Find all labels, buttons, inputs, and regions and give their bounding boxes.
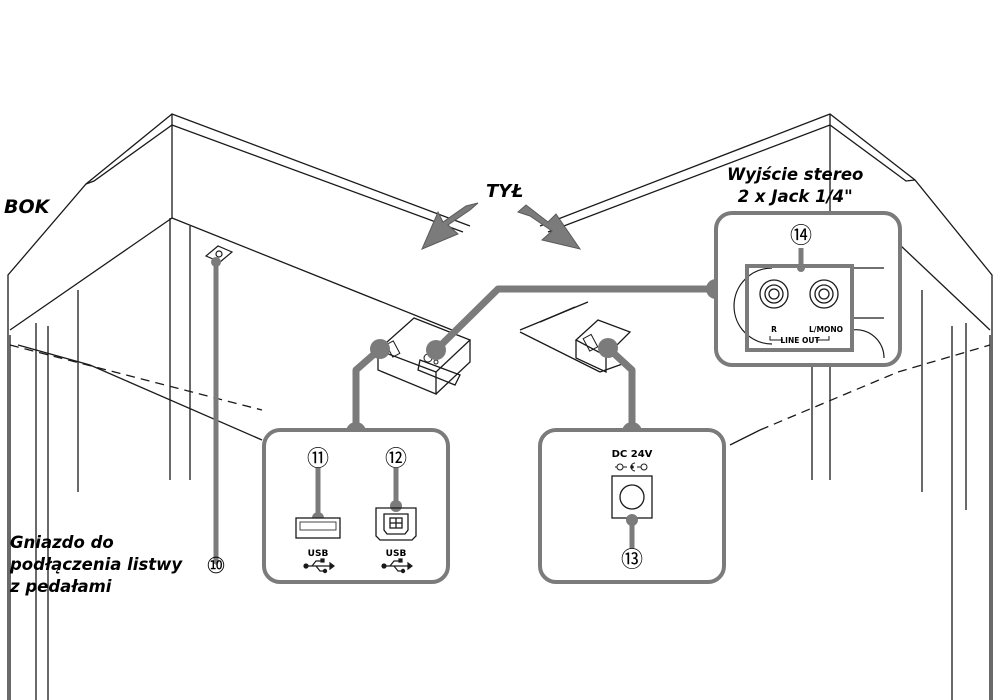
dc-port-mini-icon <box>582 333 599 352</box>
callout-10: ⑩ <box>206 554 226 579</box>
usb-b-label: USB <box>386 549 407 559</box>
callout-11: ⑪ <box>307 447 329 472</box>
usb-symbol-icon <box>381 558 413 574</box>
arrow-left-icon <box>421 202 479 250</box>
usb-callout-box: USB USB ⑪ ⑫ <box>262 428 450 584</box>
callout-14: ⑭ <box>790 224 812 249</box>
callout-leaders <box>213 259 720 565</box>
pedal-socket-line2: podłączenia listwy <box>10 555 183 574</box>
usb-a-label: USB <box>308 549 329 559</box>
back-label: TYŁ <box>486 181 524 202</box>
line-out-l-label: L/MONO <box>809 325 843 334</box>
side-label: BOK <box>4 196 50 218</box>
pedal-socket-line3: z pedałami <box>10 577 112 596</box>
arrow-right-icon <box>517 204 582 250</box>
usb-a-port-icon <box>295 517 341 539</box>
callout-12: ⑫ <box>385 447 407 472</box>
line-out-label: LINE OUT <box>780 336 820 345</box>
callout-13: ⑬ <box>621 548 643 573</box>
usb-b-port-icon <box>375 507 417 541</box>
line-out-callout-box: ⑭ R L/MONO LINE OUT <box>714 211 902 367</box>
piano-outline <box>7 113 993 700</box>
usb-symbol-icon <box>303 558 335 574</box>
callout-dots <box>211 257 726 442</box>
stereo-output-line1: Wyjście stereo <box>727 165 864 184</box>
jack-r-icon <box>759 279 789 309</box>
line-out-r-label: R <box>771 325 777 334</box>
back-direction-arrows <box>421 202 582 250</box>
stereo-output-label: Wyjście stereo 2 x Jack 1/4" <box>727 164 863 208</box>
dc-callout-box: DC 24V ⑬ <box>538 428 726 584</box>
dc-label: DC 24V <box>612 449 653 460</box>
jack-l-mono-icon <box>809 279 839 309</box>
stereo-output-line2: 2 x Jack 1/4" <box>737 187 853 206</box>
pedal-socket-label: Gniazdo do podłączenia listwy z pedałami <box>10 532 182 598</box>
pedal-socket-line1: Gniazdo do <box>10 533 114 552</box>
dc-polarity-icon <box>615 462 648 472</box>
